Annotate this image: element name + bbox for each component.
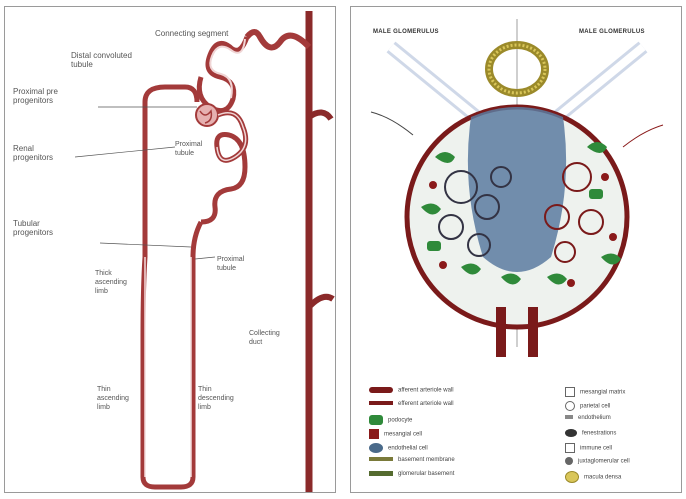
legend-swatch <box>369 401 393 405</box>
label-proximal-tubule-2: Proximal tubule <box>217 255 244 273</box>
legend-item: endothelial cell <box>369 443 428 453</box>
legend-swatch <box>565 387 575 397</box>
legend-swatch <box>369 457 393 461</box>
legend-swatch <box>565 415 573 419</box>
legend-item: parietal cell <box>565 401 610 411</box>
legend-swatch <box>369 387 393 393</box>
label-proximal-tubule: Proximal tubule <box>175 140 202 158</box>
legend-item: macula densa <box>565 471 621 483</box>
legend-item: endothelium <box>565 415 611 421</box>
label-collecting-duct: Collecting duct <box>249 329 280 347</box>
legend-item: basement membrane <box>369 457 455 463</box>
legend-item: mesangial cell <box>369 429 422 439</box>
legend-swatch <box>369 415 383 425</box>
label-tubular-progenitors: Tubular progenitors <box>13 219 53 237</box>
connecting-segment <box>247 32 309 47</box>
legend-swatch <box>369 443 383 453</box>
legend-swatch <box>565 457 573 465</box>
label-proximal-pre-progenitors: Proximal pre progenitors <box>13 87 58 105</box>
legend-swatch <box>565 401 575 411</box>
legend-swatch <box>369 471 393 476</box>
glomerulus-panel: MALE GLOMERULUS MALE GLOMERULUS <box>350 6 682 493</box>
legend-swatch <box>369 429 379 439</box>
legend-item: mesangial matrix <box>565 387 625 397</box>
label-connecting-segment: Connecting segment <box>155 29 228 38</box>
legend-swatch <box>565 471 579 483</box>
legend-item: efferent arteriole wall <box>369 401 454 407</box>
label-thin-ascending-limb: Thin ascending limb <box>97 385 129 412</box>
nephron-panel: Connecting segment Distal convoluted tub… <box>4 6 336 493</box>
nephron-diagram <box>5 7 336 493</box>
label-distal-convoluted-tubule: Distal convoluted tubule <box>71 51 132 69</box>
proximal-convoluted-tubule <box>201 113 246 222</box>
legend-item: juxtaglomerular cell <box>565 457 630 465</box>
label-renal-progenitors: Renal progenitors <box>13 144 53 162</box>
legend-item: podocyte <box>369 415 412 425</box>
legend-item: immune cell <box>565 443 612 453</box>
legend-item: afferent arteriole wall <box>369 387 454 394</box>
legend-swatch <box>565 429 577 437</box>
legend-item: glomerular basement <box>369 471 454 477</box>
legend-swatch <box>565 443 575 453</box>
label-thick-ascending-limb: Thick ascending limb <box>95 269 127 296</box>
legend-item: fenestrations <box>565 429 616 437</box>
label-thin-descending-limb: Thin descending limb <box>198 385 234 412</box>
proximal-straight-tubule <box>193 222 201 477</box>
